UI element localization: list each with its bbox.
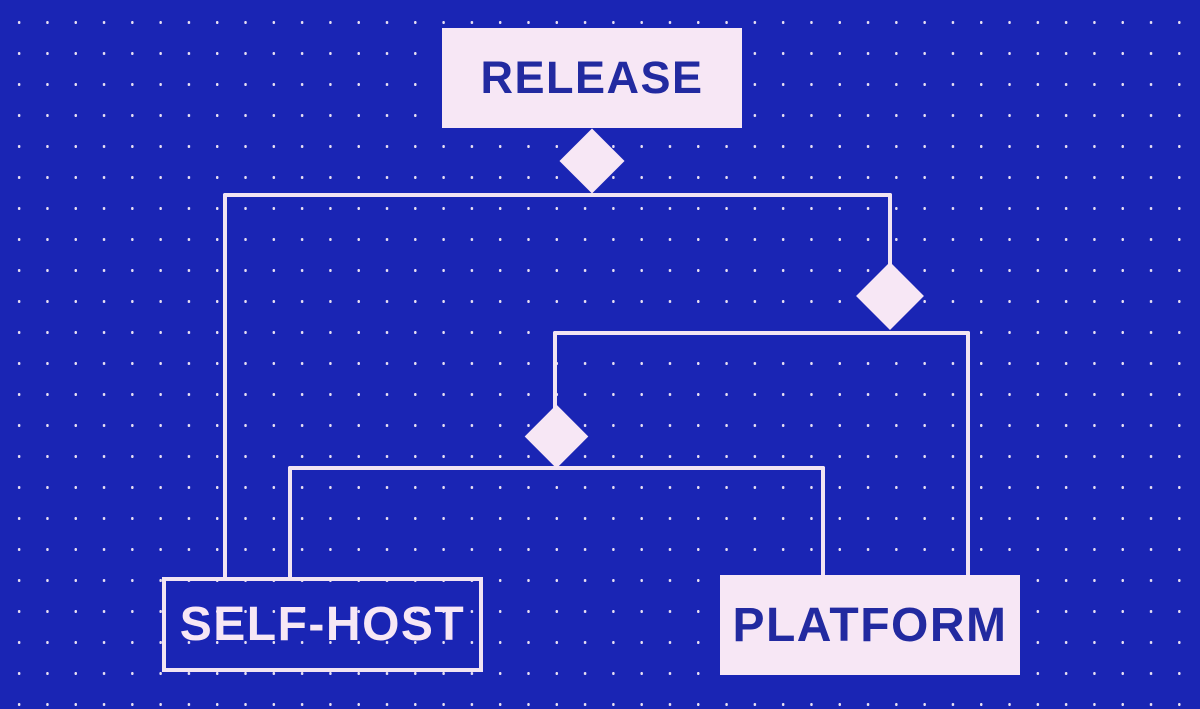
connector-top-horizontal [223,193,892,197]
connector-to-diamond-2 [888,193,892,283]
node-platform-label: PLATFORM [732,598,1008,652]
connector-selfhost-right-vertical [288,466,292,579]
node-release: RELEASE [442,28,742,128]
connector-to-diamond-3 [553,331,557,423]
connector-mid-horizontal [553,331,970,335]
node-self-host: SELF-HOST [162,577,483,672]
connector-left-vertical [223,193,227,579]
connector-platform-left-vertical [821,466,825,577]
node-release-label: RELEASE [480,52,704,103]
connector-platform-right-vertical [966,331,970,577]
node-platform: PLATFORM [720,575,1020,675]
node-self-host-label: SELF-HOST [179,598,466,651]
